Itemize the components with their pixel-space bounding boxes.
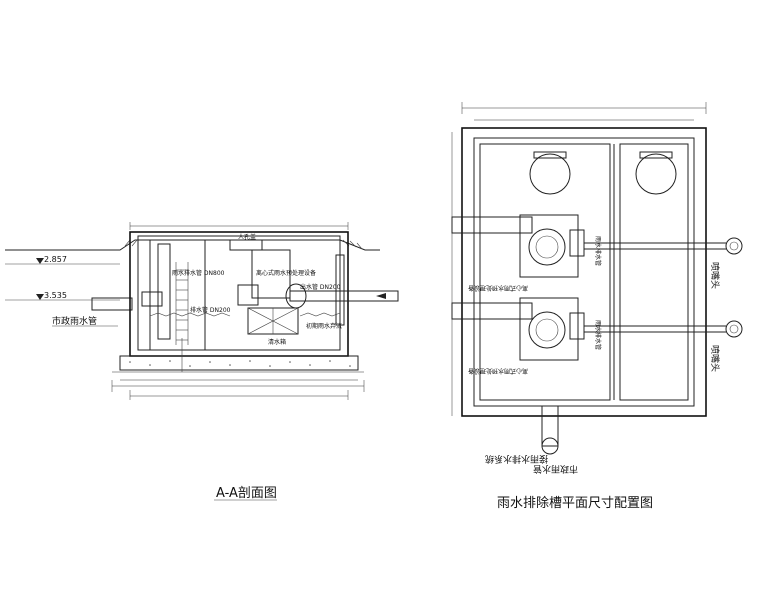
manhole-right-cap [639,151,673,159]
plan-unit-lower-core [535,318,559,342]
water-level-left [149,312,231,317]
manhole-right [635,153,677,195]
ground-line [5,239,380,251]
slab-stipple [129,360,351,367]
flow-arrow [376,293,386,299]
drain-pipe-label: 排水管 DN200 [190,306,231,314]
manhole-cover [229,239,263,251]
bottom-label: 市政雨水管 [533,463,578,475]
grit-pipe-label: 雨水排水管 DN800 [172,269,225,277]
ground-hatch [124,239,363,250]
manhole-label: 人孔盖 [238,233,256,241]
plan-chamber-left [479,143,611,401]
elev-marker-upper [36,258,44,264]
plan-bottom-pipe-end [541,437,559,455]
elev-lower-text: 3.535 [44,291,67,300]
nozzle-lower-label: 喷嘴头 [709,345,720,372]
plan-unit-upper-ring [528,228,566,266]
plan-unit-upper-core [535,235,559,259]
elev-upper-text: 2.857 [44,255,67,264]
plan-unit-lower-ring [528,311,566,349]
nozzle-upper-label: 喷嘴头 [709,262,720,289]
nozzle-lower [725,320,743,338]
plan-wall [473,137,695,407]
water-level-right [299,312,341,317]
tank-outer-wall [129,231,349,357]
plan-unit-lower [519,297,579,361]
inlet-valve [141,291,163,307]
clean-tank-bracing [247,307,299,335]
tank-inner-wall [137,235,341,351]
plan-pipe-upper [451,216,533,234]
clean-tank-label: 清水箱 [268,338,286,346]
side-label-lower: 雨水排水管 [594,320,602,350]
manhole-left-cap [533,151,567,159]
grit-chamber [149,239,206,351]
plan-outer-slab [461,127,707,417]
side-label-upper: 雨水排水管 [594,236,602,266]
plan-view: 离心式雨水预处理设备 离心式雨水预处理设备 雨水排水管 雨水排水管 喷嘴头 喷嘴… [451,102,743,511]
nozzle-upper [725,237,743,255]
elev-marker-lower [36,294,44,300]
right-baffle [335,254,345,326]
plan-unit-upper-motor [569,229,585,257]
municipal-pipe-label: 市政雨水管 [52,315,97,327]
plan-title: 雨水排除槽平面尺寸配置图 [497,496,653,511]
section-dimensions [111,222,365,400]
plan-bottom-pipe [541,405,559,447]
section-title: A-A剖面图 [216,486,277,501]
plan-pipe-lower [451,302,533,320]
unit-upper-label: 离心式雨水预处理设备 [468,284,528,292]
centrifugal-unit [251,249,291,299]
plan-unit-lower-motor [569,312,585,340]
municipal-pipe [91,297,133,311]
ladder [175,262,189,345]
bottom-label-2: 接雨水排水系统 [485,453,548,465]
plan-chamber-right [619,143,689,401]
gear-box [237,284,259,306]
base-slab [119,355,359,371]
section-view: 2.857 3.535 市政雨水管 [5,222,399,501]
unit-lower-label: 离心式雨水预处理设备 [468,367,528,375]
initial-flow-label: 初期雨水弃流 [306,322,342,330]
plan-unit-upper [519,214,579,278]
outlet-label: 出水管 DN200 [300,283,341,291]
centrifugal-label: 离心式雨水预处理设备 [256,269,316,277]
manhole-left [529,153,571,195]
